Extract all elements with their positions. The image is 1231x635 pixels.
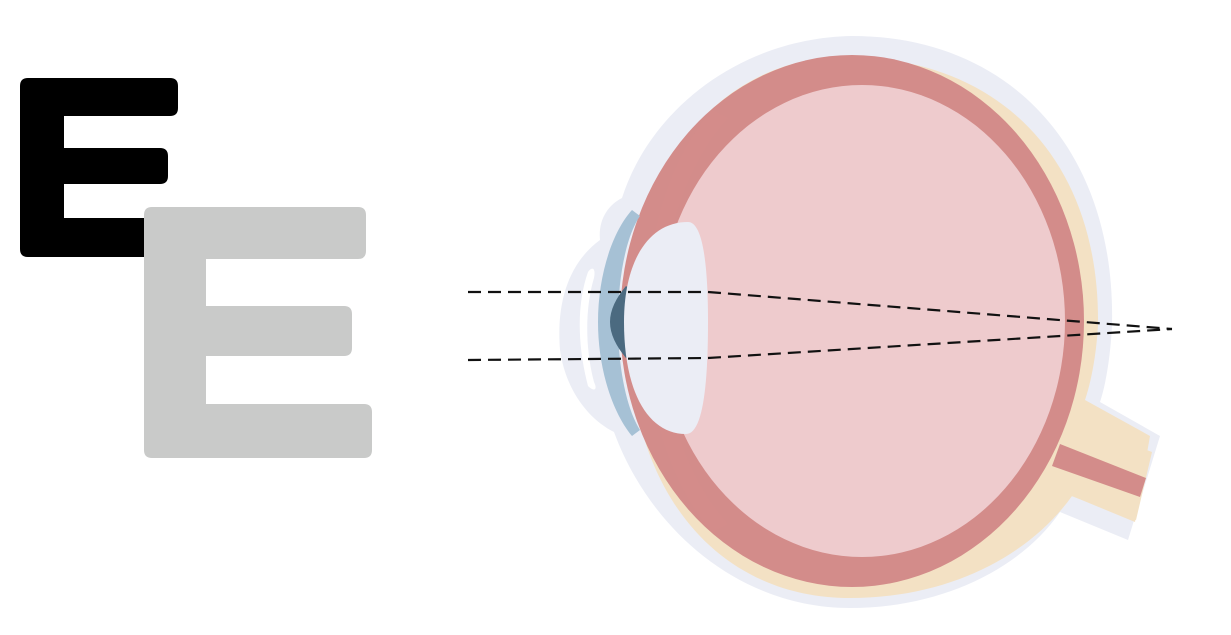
cornea — [598, 210, 640, 436]
vitreous-body — [659, 85, 1065, 557]
letter-e-far-icon — [144, 207, 372, 458]
lens — [624, 222, 708, 434]
light-ray-icon — [468, 290, 1173, 331]
letter-e-near-icon — [20, 78, 180, 257]
light-ray-icon — [467, 327, 1173, 362]
optic-nerve — [1052, 444, 1146, 497]
light-rays — [467, 290, 1173, 362]
eyeball-cross-section-icon — [559, 36, 1160, 608]
eyelid-highlight — [579, 268, 596, 390]
